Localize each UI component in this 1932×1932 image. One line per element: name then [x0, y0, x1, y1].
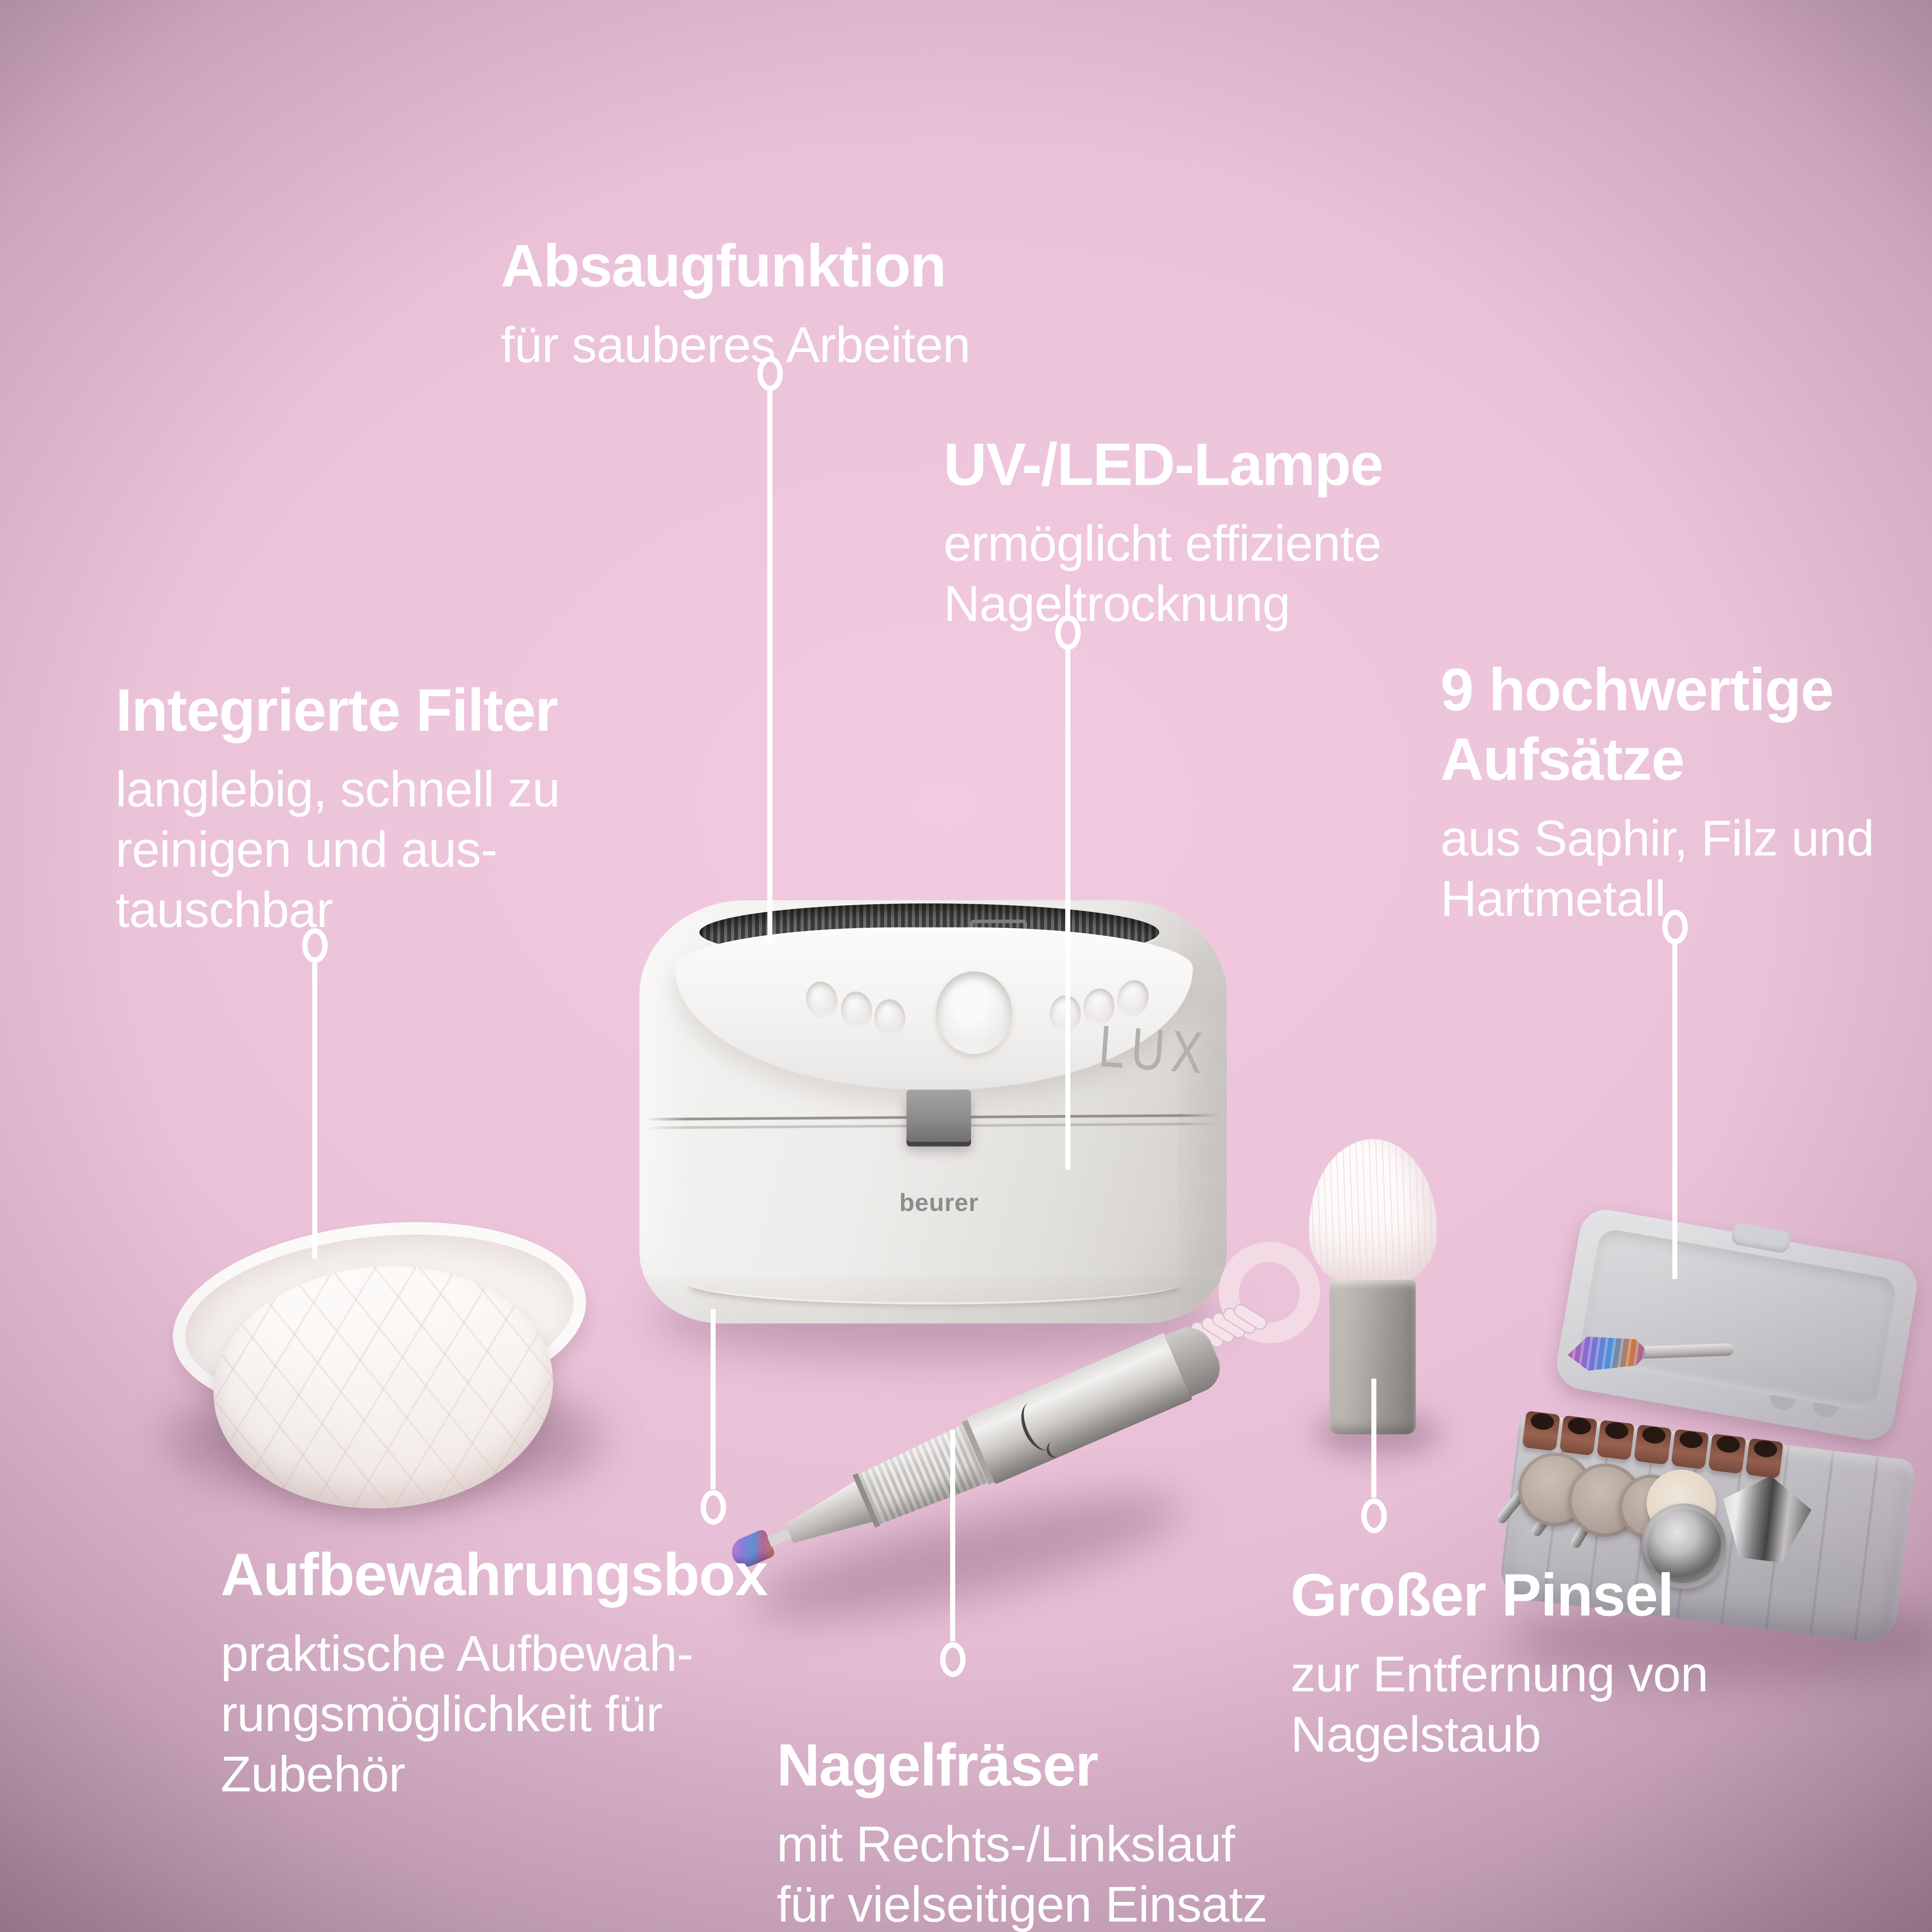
cable-loop — [1219, 1242, 1320, 1343]
callout-description: ermöglicht effiziente Nageltrocknung — [944, 515, 1382, 632]
callout-nagelfraeser: Nagelfräser mit Rechts-/Linkslauf für vi… — [777, 1730, 1267, 1932]
sanding-band — [1559, 1415, 1598, 1456]
lid-latch-tab — [1730, 1222, 1792, 1254]
leader-line — [1065, 650, 1070, 1170]
callout-description: mit Rechts-/Linkslauf für vielseitigen E… — [777, 1815, 1267, 1932]
cable-spring — [1180, 1304, 1267, 1352]
leader-line — [767, 391, 772, 944]
callout-title: 9 hochwertige Aufsätze — [1440, 656, 1834, 793]
lux-engraving: LUX — [1097, 1013, 1211, 1087]
callout-title: Großer Pinsel — [1291, 1561, 1674, 1628]
brush-bristles — [1309, 1139, 1437, 1288]
callout-grosser-pinsel: Großer Pinsel zur Entfernung von Nagelst… — [1291, 1560, 1708, 1764]
leader-line — [312, 963, 317, 1259]
sanding-band — [1522, 1410, 1560, 1451]
leader-line — [711, 1309, 716, 1489]
callout-aufsaetze: 9 hochwertige Aufsätze aus Saphir, Filz … — [1440, 655, 1874, 929]
control-button — [838, 989, 875, 1031]
callout-uv-led-lampe: UV-/LED-Lampe ermöglicht effiziente Nage… — [944, 430, 1384, 634]
bit-head-rainbow — [1567, 1334, 1646, 1372]
leader-line — [1371, 1379, 1376, 1498]
leader-ring — [940, 1642, 966, 1677]
callout-integrierte-filter: Integrierte Filter langlebig, schnell zu… — [116, 675, 560, 940]
callout-description: zur Entfernung von Nagelstaub — [1291, 1645, 1708, 1762]
leader-line — [950, 1430, 955, 1641]
control-button — [802, 978, 842, 1022]
callout-aufbewahrungsbox: Aufbewahrungsbox praktische Aufbewah- ru… — [221, 1540, 768, 1804]
sanding-band — [1745, 1438, 1784, 1479]
callout-absaugfunktion: Absaugfunktion für sauberes Arbeiten — [501, 231, 971, 375]
callout-title: Nagelfräser — [777, 1731, 1099, 1798]
rainbow-drill-bit — [1567, 1329, 1734, 1374]
sanding-band — [1708, 1433, 1747, 1474]
knurled-collar — [856, 1424, 988, 1528]
drawer-curve — [686, 1260, 1184, 1304]
front-latch — [906, 1090, 971, 1142]
leader-line — [1672, 944, 1677, 1279]
callout-title: UV-/LED-Lampe — [944, 431, 1384, 498]
callout-description: für sauberes Arbeiten — [501, 316, 971, 373]
sanding-band — [1633, 1424, 1672, 1465]
sanding-band — [1596, 1420, 1635, 1461]
callout-title: Absaugfunktion — [501, 232, 947, 299]
callout-description: praktische Aufbewah- rungsmöglichkeit fü… — [221, 1625, 694, 1802]
callout-title: Integrierte Filter — [116, 677, 558, 743]
chrome-attachment — [1716, 1470, 1815, 1565]
nail-suction-device: beurer LUX — [639, 900, 1227, 1323]
bit-shaft — [1639, 1343, 1734, 1359]
brand-logo: beurer — [899, 1189, 979, 1216]
leader-ring — [1361, 1498, 1387, 1533]
callout-description: langlebig, schnell zu reinigen und aus- … — [116, 760, 560, 938]
lid-inner-recess — [1577, 1227, 1898, 1413]
leader-ring — [701, 1490, 726, 1525]
control-button — [873, 998, 907, 1037]
power-button — [936, 971, 1012, 1054]
accessory-box-lid — [1553, 1206, 1921, 1444]
callout-description: aus Saphir, Filz und Hartmetall — [1440, 810, 1874, 927]
sanding-band — [1671, 1429, 1709, 1470]
callout-title: Aufbewahrungsbox — [221, 1541, 768, 1608]
